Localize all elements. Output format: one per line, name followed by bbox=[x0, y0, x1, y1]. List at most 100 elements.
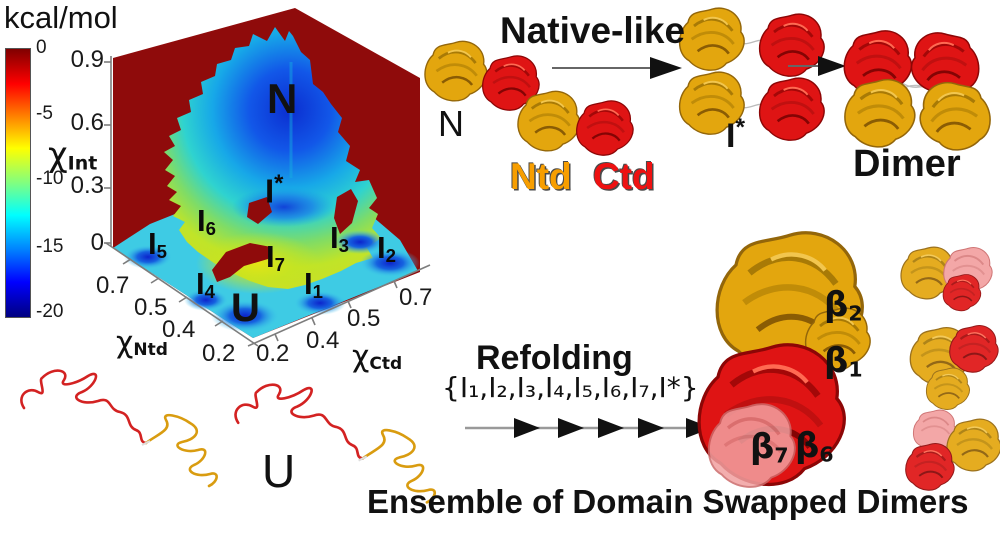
istar-basin bbox=[232, 187, 336, 227]
colorbar-tick-2: -10 bbox=[36, 168, 64, 189]
y-axis-label: χCtd bbox=[352, 342, 402, 373]
basin-u-spot bbox=[211, 300, 279, 332]
x-axis-symbol: χ bbox=[116, 325, 134, 360]
basin-i4-base: I bbox=[196, 266, 205, 301]
basin-i4-spot bbox=[184, 289, 228, 311]
basin-label-i5: I5 bbox=[148, 228, 167, 262]
basin-label-i4: I4 bbox=[196, 268, 215, 302]
istar-monomers bbox=[678, 6, 826, 142]
z-tick-2: 0.3 bbox=[70, 172, 104, 199]
basin-i4-sub: 4 bbox=[204, 281, 215, 303]
z-tick-1: 0.6 bbox=[70, 109, 104, 136]
x-axis-label: χNtd bbox=[116, 328, 168, 359]
basin-i6-base: I bbox=[197, 203, 206, 238]
x-tick-1: 0.5 bbox=[134, 294, 168, 321]
beta6-sub: 6 bbox=[819, 442, 834, 467]
x-axis-subscript: Ntd bbox=[133, 340, 168, 361]
figure-caption: Ensemble of Domain Swapped Dimers bbox=[367, 483, 969, 520]
beta6-base: β bbox=[795, 426, 820, 466]
y-axis-symbol: χ bbox=[352, 339, 370, 374]
basin-i2-base: I bbox=[377, 230, 386, 265]
x-tick-0: 0.7 bbox=[96, 272, 130, 299]
basin-i3-spot bbox=[334, 230, 386, 254]
y-tick-0: 0.2 bbox=[256, 340, 290, 367]
ntd-label: Ntd bbox=[510, 156, 572, 197]
intermediate-set: {I₁,I₂,I₃,I₄,I₅,I₆,I₇,I*} bbox=[442, 371, 699, 404]
unfolded-chain-1 bbox=[20, 369, 218, 488]
beta7-label: β7 bbox=[750, 430, 789, 466]
z-axis-label: χInt bbox=[48, 138, 97, 173]
basin-i1-base: I bbox=[304, 266, 313, 301]
beta6-label: β6 bbox=[795, 429, 834, 465]
floor-island bbox=[212, 243, 271, 282]
beta2-label: β2 bbox=[824, 288, 863, 324]
basin-label-i6: I6 bbox=[197, 205, 216, 239]
plot-axes bbox=[104, 56, 431, 347]
basin-i5-base: I bbox=[148, 226, 157, 261]
istar-base: I bbox=[726, 116, 736, 155]
dimer-label: Dimer bbox=[853, 143, 961, 185]
colorbar-title: kcal/mol bbox=[4, 0, 118, 35]
beta2-sub: 2 bbox=[848, 301, 863, 326]
native-monomer-1 bbox=[423, 39, 541, 112]
y-tick-1: 0.4 bbox=[306, 327, 340, 354]
z-tick-3: 0 bbox=[90, 229, 104, 256]
x-tick-2: 0.4 bbox=[162, 316, 196, 343]
ctd-label: Ctd bbox=[593, 156, 655, 197]
colorbar-tick-3: -15 bbox=[36, 236, 64, 257]
colorbar-tick-0: 0 bbox=[36, 37, 47, 58]
refolding-title: Refolding bbox=[476, 339, 633, 377]
beta2-base: β bbox=[824, 285, 849, 325]
unfolded-label: U bbox=[262, 445, 296, 497]
z-axis-symbol: χ bbox=[48, 135, 68, 175]
basin-label-i7: I7 bbox=[266, 241, 285, 275]
basin-i3-base: I bbox=[330, 220, 339, 255]
native-arrow bbox=[552, 57, 682, 79]
native-title: Native-like bbox=[500, 10, 686, 51]
refolding-arrows bbox=[465, 418, 712, 438]
free-energy-landscape bbox=[104, 8, 431, 347]
basin-label-istar: I* bbox=[265, 170, 284, 210]
y-axis-subscript: Ctd bbox=[369, 354, 403, 375]
basin-i7-base: I bbox=[266, 239, 275, 274]
z-tick-0: 0.9 bbox=[70, 46, 104, 73]
istar-label: I* bbox=[726, 114, 745, 155]
wall-patch-center bbox=[247, 197, 272, 224]
y-tick-3: 0.7 bbox=[399, 284, 433, 311]
domain-swapped-dimer bbox=[699, 233, 872, 489]
floor-ridge bbox=[196, 232, 320, 294]
beta7-sub: 7 bbox=[774, 443, 789, 468]
x-tick-3: 0.2 bbox=[202, 340, 236, 367]
colorbar-tick-1: -5 bbox=[36, 103, 53, 124]
beta1-sub: 1 bbox=[848, 357, 863, 382]
y-tick-2: 0.5 bbox=[347, 305, 381, 332]
basin-i3-sub: 3 bbox=[338, 235, 349, 257]
wall-patch-right bbox=[334, 189, 358, 234]
ensemble-dimer-1 bbox=[899, 245, 994, 312]
basin-label-i2: I2 bbox=[377, 232, 396, 266]
basin-istar-base: I bbox=[265, 172, 275, 210]
istar-sup: * bbox=[735, 114, 745, 141]
basin-i7-sub: 7 bbox=[274, 254, 285, 276]
z-axis-subscript: Int bbox=[67, 152, 98, 175]
beta1-label: β1 bbox=[824, 344, 863, 380]
colorbar bbox=[5, 48, 31, 318]
ensemble-dimer-2 bbox=[908, 324, 1000, 411]
basin-i2-spot bbox=[360, 249, 420, 277]
basin-label-i1: I1 bbox=[304, 268, 323, 302]
colorbar-tick-4: -20 bbox=[36, 301, 64, 322]
ensemble-dimer-3 bbox=[904, 409, 1000, 492]
basin-i5-sub: 5 bbox=[156, 241, 167, 263]
basin-istar-sup: * bbox=[274, 170, 284, 197]
basin-label-i3: I3 bbox=[330, 222, 349, 256]
basin-label-u: U bbox=[231, 286, 260, 330]
beta7-base: β bbox=[750, 427, 775, 467]
basin-label-n: N bbox=[267, 75, 298, 122]
dimer-arrow bbox=[788, 56, 846, 76]
basin-i1-sub: 1 bbox=[312, 281, 323, 303]
basin-i6-sub: 6 bbox=[205, 218, 216, 240]
native-monomer-2 bbox=[516, 89, 635, 157]
native-dimer-structure bbox=[842, 29, 992, 152]
